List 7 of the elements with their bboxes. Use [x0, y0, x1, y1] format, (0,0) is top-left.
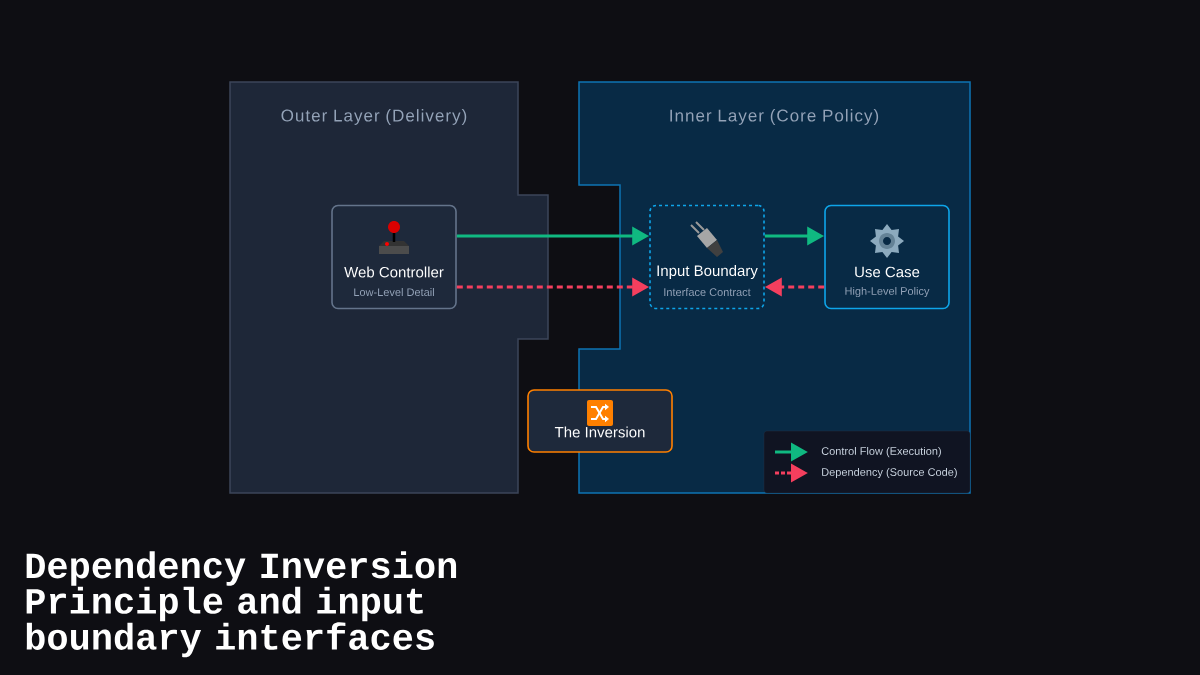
component-box: Use Case High-Level Policy [824, 204, 950, 310]
component-box: Input Boundary Interface Contract [649, 204, 765, 310]
title: Dependency Inversion Principle and input boundary interfaces [26, 551, 457, 658]
legend-label: Dependency (Source Code) [822, 467, 957, 479]
component-box: Web Controller Low-Level Detail [331, 204, 457, 310]
component-box: The Inversion [527, 389, 673, 453]
legend-label: Control Flow (Execution) [821, 446, 941, 458]
